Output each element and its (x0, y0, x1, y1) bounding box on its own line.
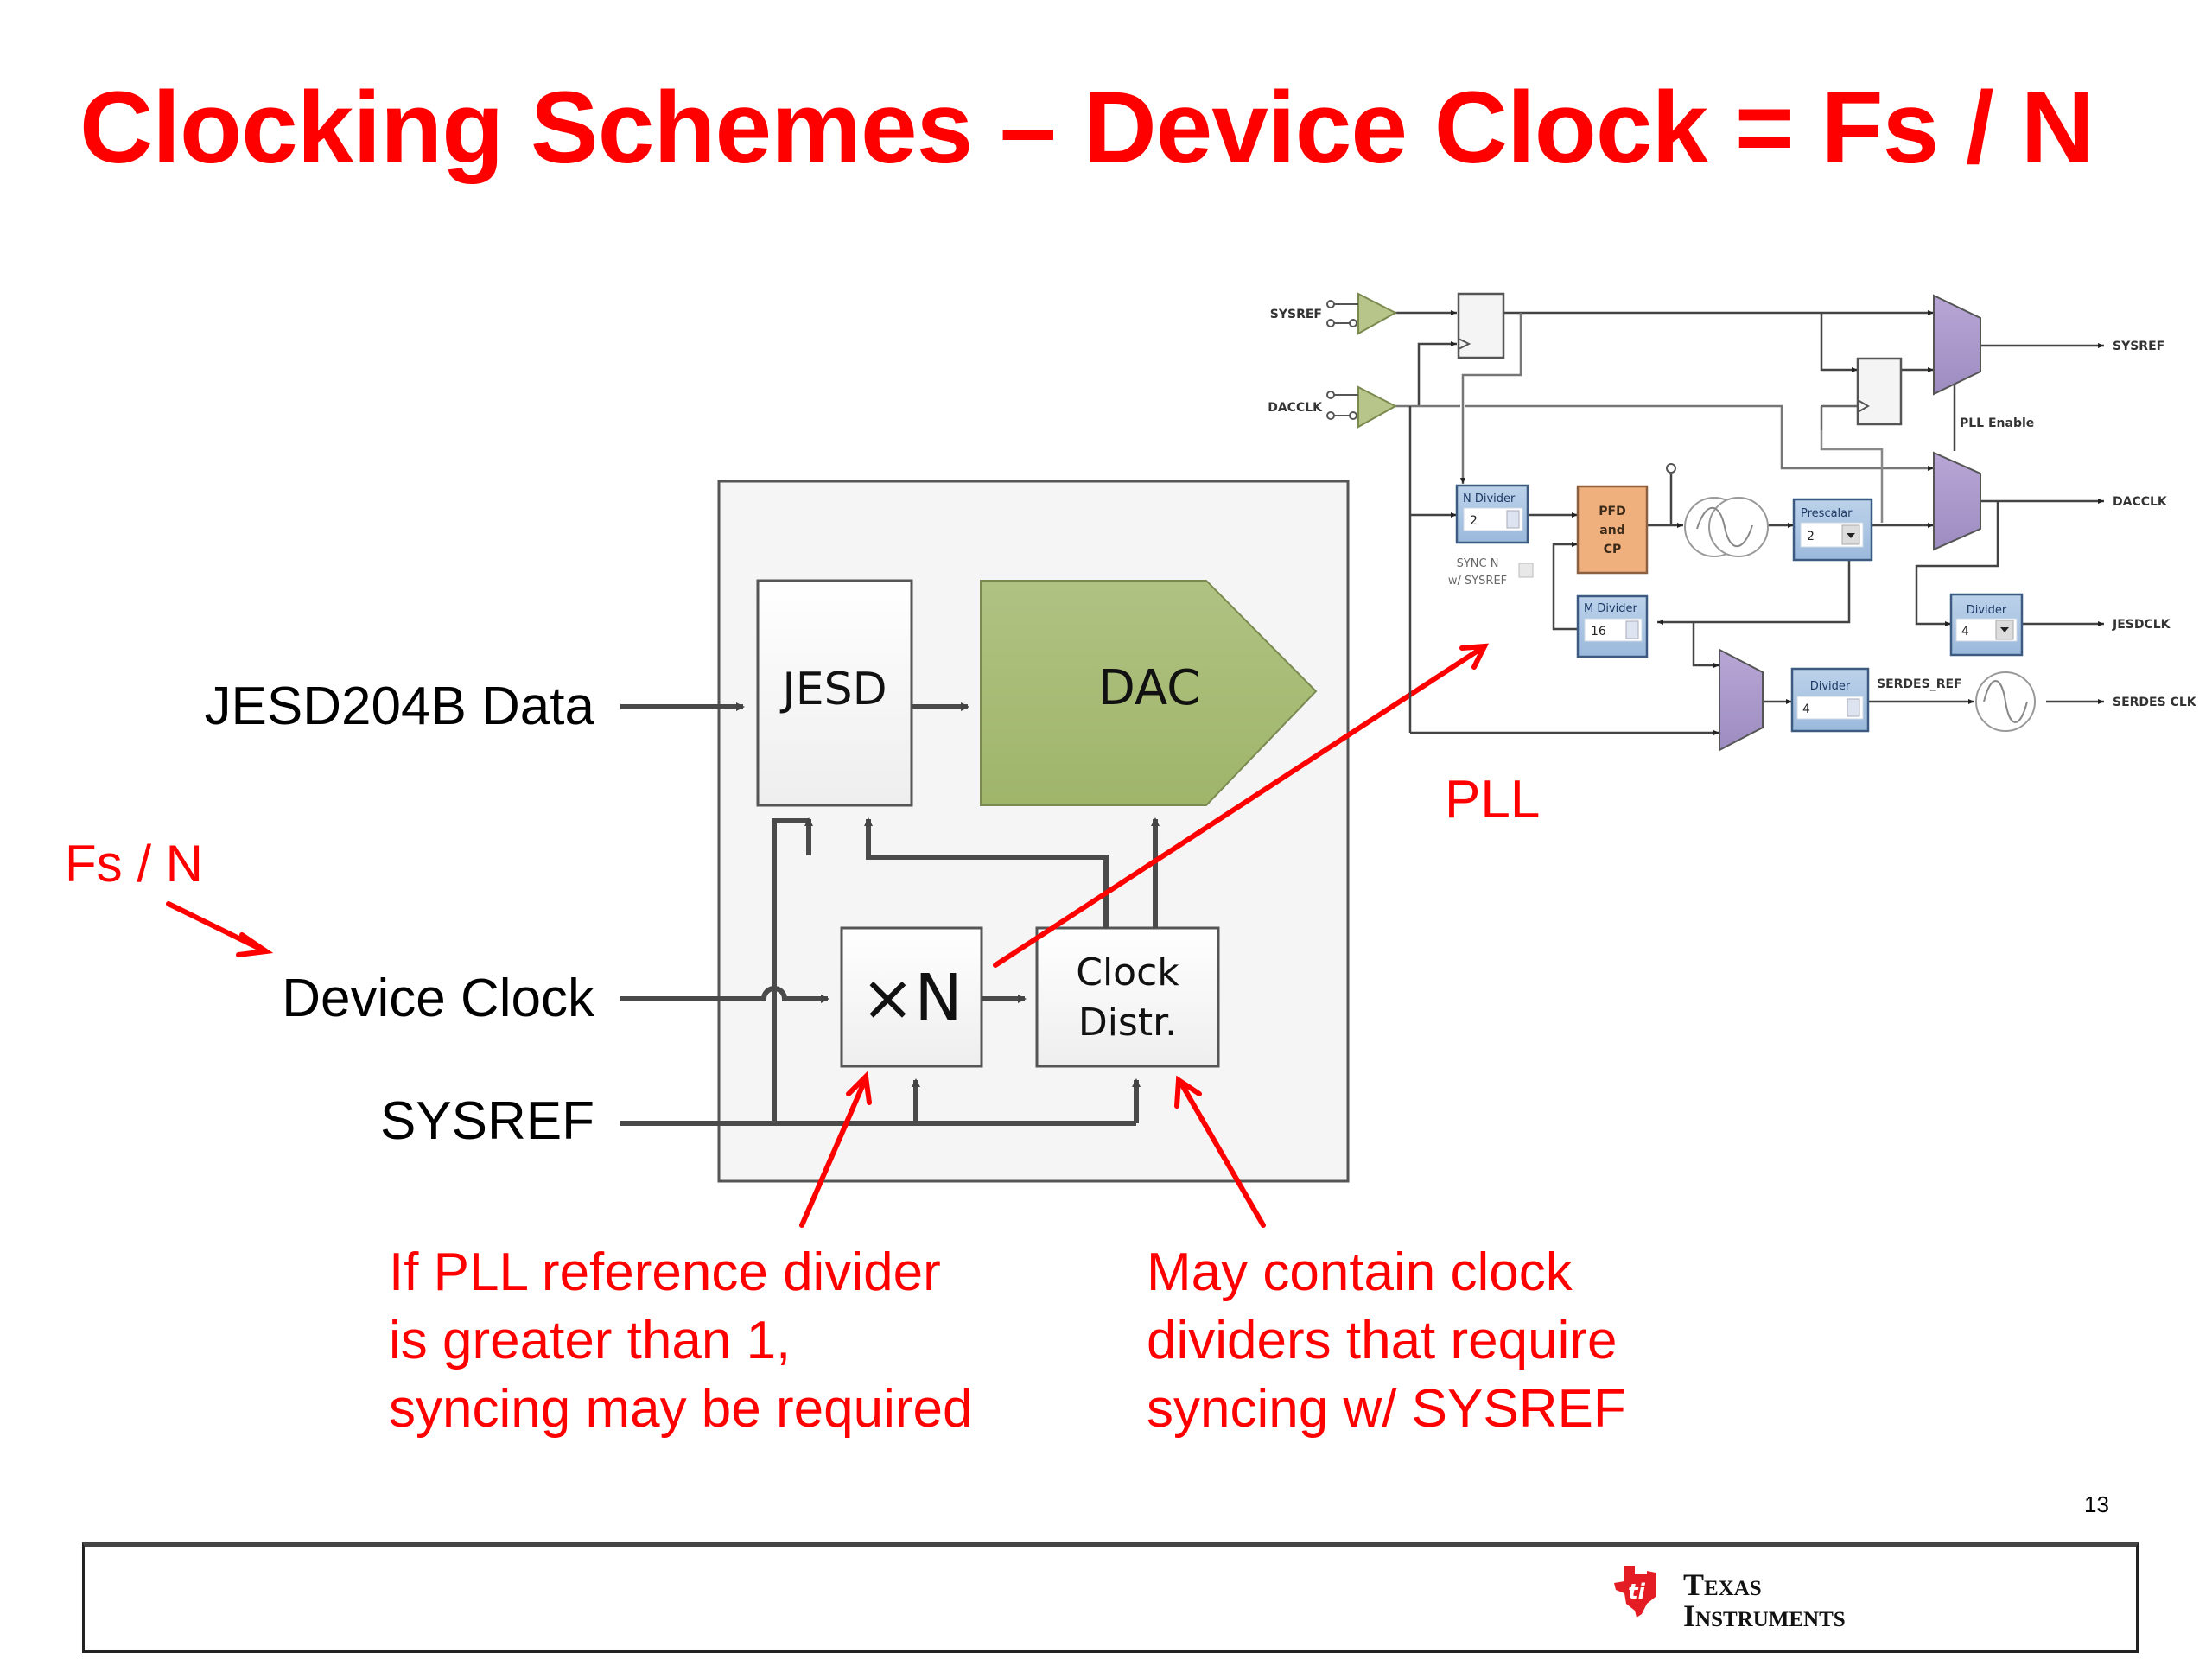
pll-ref-divider-pointer-arrow (799, 1076, 868, 1228)
svg-text:ti: ti (1628, 1580, 1645, 1604)
sync-n-checkbox[interactable] (1518, 563, 1534, 578)
ti-logo-line1: Texas (1683, 1567, 1762, 1602)
serdes-divider-label: Divider (1810, 680, 1851, 693)
dac-block (980, 580, 1318, 806)
serdes-oscillator-icon (1975, 671, 2036, 732)
n-divider-label: N Divider (1463, 493, 1516, 505)
clock-distribution-block (1035, 926, 1220, 1068)
pll-ref-divider-note: If PLL reference divider is greater than… (389, 1238, 972, 1443)
jesdclk-divider-block: Divider 4 (1949, 593, 2024, 657)
pll-label: PLL (1445, 770, 1541, 830)
jesd-block-label: JESD (779, 664, 887, 715)
pfd-label-line2: and (1599, 524, 1624, 537)
n-divider-block: N Divider 2 (1455, 484, 1529, 544)
multiplier-block (840, 926, 983, 1068)
clock-distr-label-line2: Distr. (1078, 1001, 1177, 1045)
serdes-divider-value: 4 (1802, 702, 1810, 716)
sysref-input-buffer (1357, 292, 1398, 335)
note-line: syncing w/ SYSREF (1147, 1379, 1626, 1439)
serdes-divider-block: Divider 4 (1790, 667, 1870, 733)
note-line: May contain clock (1147, 1243, 1573, 1302)
dacclk-output-mux (1933, 451, 1981, 551)
serdes-mux (1719, 648, 1764, 752)
serdes-divider-spinner[interactable] (1847, 698, 1860, 717)
sysref-output-mux (1933, 294, 1981, 396)
serdes-clk-output-label: SERDES CLK (2113, 696, 2197, 709)
m-divider-value: 16 (1591, 625, 1606, 639)
page-number: 13 (2084, 1491, 2109, 1517)
prescaler-block: Prescalar 2 (1792, 498, 1873, 562)
dac-block-label: DAC (1098, 660, 1201, 716)
jesd204b-data-label: JESD204B Data (204, 677, 594, 736)
pll-sysref-flip-flop (1856, 357, 1903, 426)
ti-logo-text: Texas Instruments (1683, 1569, 1846, 1631)
multiplier-block-label: ×N (861, 961, 962, 1035)
clock-dividers-pointer-arrow (1178, 1079, 1266, 1228)
fs-over-n-label: Fs / N (65, 835, 203, 893)
footer-bar (82, 1542, 2139, 1653)
jesd-block (756, 579, 913, 807)
pll-enable-label: PLL Enable (1960, 416, 2034, 430)
sysref-input-label: SYSREF (379, 1091, 594, 1151)
sync-n-label-line1: SYNC N (1457, 557, 1499, 570)
clock-distr-label-line1: Clock (1076, 950, 1179, 995)
clock-dividers-pointer-arrowhead (1174, 1075, 1202, 1109)
jesdclk-divider-value: 4 (1961, 625, 1969, 639)
prescaler-label: Prescalar (1801, 507, 1853, 520)
sync-n-label-line2: w/ SYSREF (1448, 575, 1507, 588)
sysref-flip-flop (1457, 292, 1505, 359)
m-divider-block: M Divider 16 (1576, 594, 1649, 658)
pfd-cp-block: PFD and CP (1576, 485, 1649, 575)
pll-pointer-arrow (993, 644, 1487, 968)
vco-icon (1684, 497, 1769, 557)
dacclk-output-label: DACCLK (2113, 495, 2168, 509)
ti-logo-icon: ti (1614, 1566, 1656, 1618)
jesdclk-divider-label: Divider (1967, 604, 2007, 617)
pll-ref-divider-pointer-arrowhead (846, 1071, 872, 1105)
note-line: syncing may be required (389, 1379, 973, 1439)
n-divider-value: 2 (1470, 514, 1478, 528)
pll-pointer-arrowhead (1459, 643, 1490, 670)
note-line: is greater than 1, (389, 1311, 791, 1370)
fs-n-pointer-arrowhead (236, 932, 274, 957)
m-divider-label: M Divider (1584, 602, 1638, 615)
note-line: dividers that require (1147, 1311, 1618, 1370)
dacclk-input-buffer (1357, 385, 1398, 429)
pfd-label-line1: PFD (1599, 505, 1625, 518)
sysref-output-label: SYSREF (2113, 340, 2164, 353)
jesdclk-output-label: JESDCLK (2112, 618, 2171, 632)
slide-title: Clocking Schemes – Device Clock = Fs / N (79, 71, 2094, 185)
n-divider-spinner[interactable] (1506, 510, 1520, 529)
ti-logo-line2: Instruments (1683, 1599, 1846, 1633)
pfd-label-line3: CP (1604, 543, 1622, 556)
fs-n-pointer-arrow (166, 901, 266, 953)
pll-sysref-input-label: SYSREF (1270, 308, 1322, 321)
prescaler-value: 2 (1807, 530, 1815, 543)
pll-dacclk-input-label: DACCLK (1268, 401, 1323, 415)
serdes-ref-label: SERDES_REF (1877, 677, 1962, 691)
device-clock-label: Device Clock (282, 969, 594, 1028)
clock-dividers-note: May contain clock dividers that require … (1147, 1238, 1626, 1443)
m-divider-spinner[interactable] (1625, 620, 1639, 639)
note-line: If PLL reference divider (389, 1243, 941, 1302)
